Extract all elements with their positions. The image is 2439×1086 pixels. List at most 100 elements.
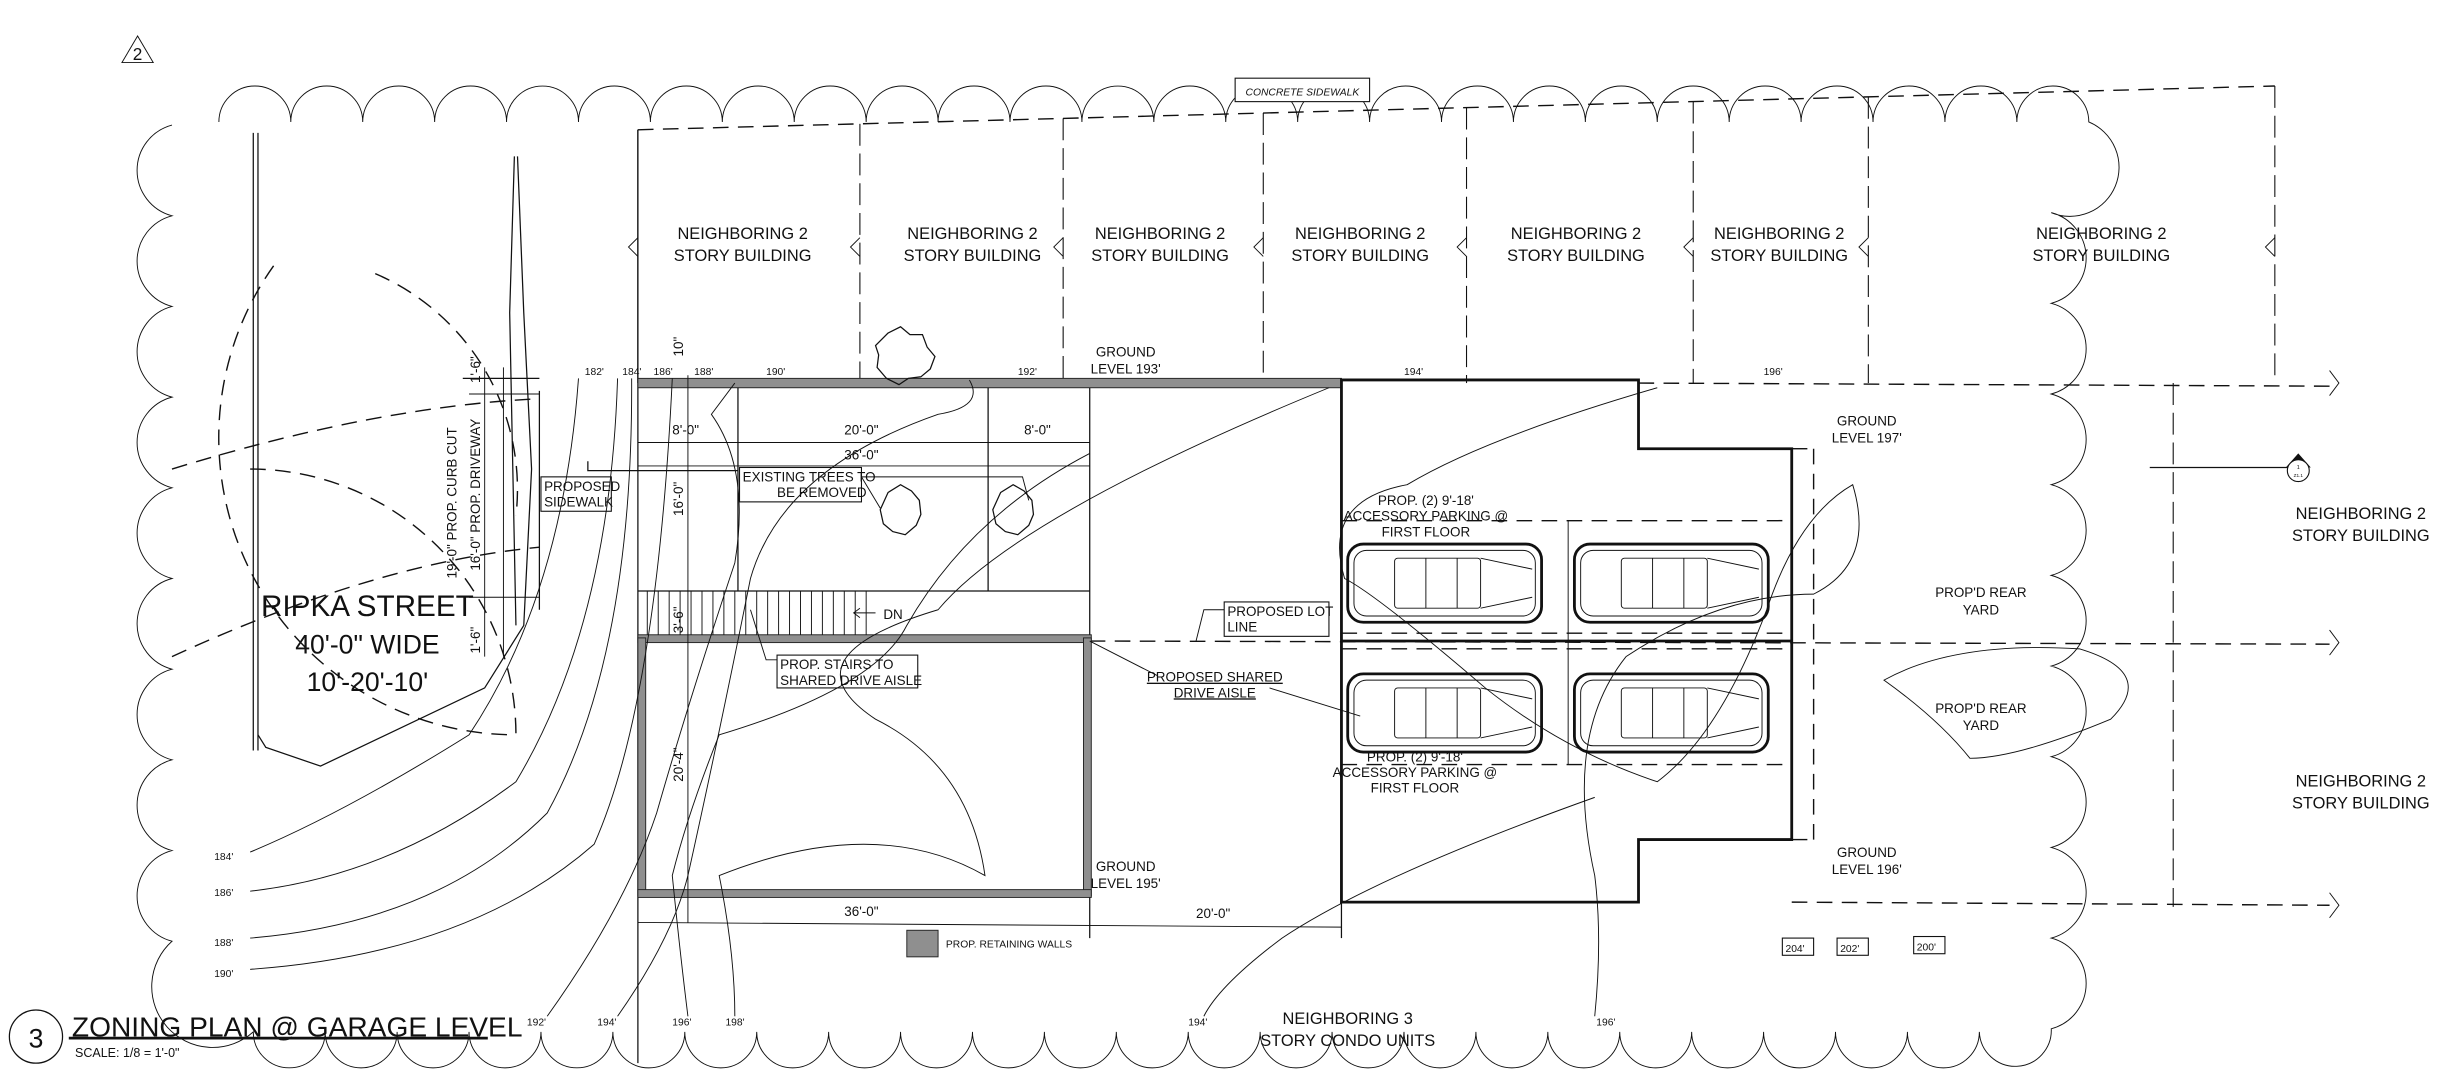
- svg-text:ACCESSORY PARKING @: ACCESSORY PARKING @: [1333, 765, 1498, 780]
- svg-text:NEIGHBORING 2: NEIGHBORING 2: [1511, 225, 1641, 243]
- svg-text:STORY CONDO UNITS: STORY CONDO UNITS: [1260, 1032, 1435, 1050]
- down-label: DN: [883, 607, 902, 622]
- svg-text:186': 186': [654, 367, 673, 378]
- svg-text:16'-0": 16'-0": [671, 481, 686, 515]
- down-arrow-icon: [852, 607, 876, 618]
- break-symbol: [2329, 892, 2340, 919]
- svg-text:PROPOSED: PROPOSED: [544, 479, 620, 494]
- site-dimensions: 8'-0" 20'-0" 8'-0" 36'-0" 16'-0" 3'-6" 2…: [637, 337, 1342, 928]
- svg-text:LEVEL 197': LEVEL 197': [1832, 430, 1902, 445]
- svg-text:STORY BUILDING: STORY BUILDING: [1091, 247, 1229, 265]
- svg-text:LEVEL 195': LEVEL 195': [1091, 876, 1161, 891]
- neighbor-dividers: [627, 86, 2340, 919]
- svg-text:STORY BUILDING: STORY BUILDING: [674, 247, 812, 265]
- svg-text:LEVEL 196': LEVEL 196': [1832, 862, 1902, 877]
- svg-text:GROUND: GROUND: [1096, 859, 1156, 874]
- svg-text:Z1.1: Z1.1: [2294, 473, 2304, 478]
- svg-text:NEIGHBORING 2: NEIGHBORING 2: [1095, 225, 1225, 243]
- callout-trees-removed: EXISTING TREES TO BE REMOVED: [738, 466, 1030, 509]
- car-icon: [1572, 542, 1770, 624]
- detail-number: 3: [29, 1024, 44, 1054]
- parking-structure: PROP. (2) 9'-18' ACCESSORY PARKING @ FIR…: [1333, 378, 1815, 904]
- callout-lot-line: PROPOSED LOT LINE: [1195, 601, 1333, 642]
- break-symbol: [1858, 237, 1869, 257]
- svg-text:184': 184': [622, 367, 641, 378]
- svg-text:184': 184': [214, 852, 233, 863]
- street-width: 40'-0" WIDE: [295, 630, 439, 660]
- svg-text:DRIVE AISLE: DRIVE AISLE: [1174, 685, 1256, 700]
- svg-text:PROP. STAIRS TO: PROP. STAIRS TO: [780, 657, 893, 672]
- svg-text:BE REMOVED: BE REMOVED: [777, 485, 867, 500]
- svg-text:NEIGHBORING 2: NEIGHBORING 2: [2296, 505, 2426, 523]
- svg-text:FIRST FLOOR: FIRST FLOOR: [1371, 781, 1460, 796]
- svg-text:NEIGHBORING 2: NEIGHBORING 2: [2036, 225, 2166, 243]
- tree-icon: [874, 326, 936, 386]
- svg-text:204': 204': [1785, 944, 1804, 955]
- contour-lines: [249, 378, 2129, 1017]
- svg-text:194': 194': [597, 1018, 616, 1029]
- drawing-title: 3 ZONING PLAN @ GARAGE LEVEL SCALE: 1/8 …: [8, 1009, 522, 1064]
- svg-text:192': 192': [1018, 367, 1037, 378]
- tree-icon: [992, 483, 1035, 536]
- svg-text:8'-0": 8'-0": [672, 423, 699, 438]
- tree-icon: [879, 483, 922, 536]
- svg-text:1: 1: [2297, 465, 2300, 471]
- break-symbol: [627, 237, 639, 257]
- break-symbol: [1683, 237, 1694, 257]
- svg-text:ACCESSORY PARKING @: ACCESSORY PARKING @: [1344, 509, 1509, 524]
- svg-text:LEVEL 193': LEVEL 193': [1091, 362, 1161, 377]
- retaining-wall-swatch: [906, 929, 939, 958]
- break-symbol: [1456, 237, 1467, 257]
- neighbor-bottom: NEIGHBORING 3 STORY CONDO UNITS: [1260, 1010, 1435, 1050]
- svg-text:194': 194': [1188, 1018, 1207, 1029]
- dim-curb-cut: 19'-0" PROP. CURB CUT: [445, 427, 460, 578]
- neighbors-right: NEIGHBORING 2 STORY BUILDING NEIGHBORING …: [2292, 505, 2430, 812]
- neighbors-top: NEIGHBORING 2 STORY BUILDING NEIGHBORING …: [674, 225, 2170, 265]
- rear-yard-labels: PROP'D REAR YARD PROP'D REAR YARD: [1935, 585, 2027, 733]
- svg-text:190': 190': [766, 367, 785, 378]
- svg-text:PROP'D REAR: PROP'D REAR: [1935, 585, 2027, 600]
- break-symbol: [1053, 237, 1064, 257]
- car-icon: [1572, 672, 1770, 754]
- svg-text:20'-0": 20'-0": [1196, 906, 1230, 921]
- lot-top-line: [637, 85, 2275, 131]
- svg-text:NEIGHBORING 2: NEIGHBORING 2: [2296, 772, 2426, 790]
- svg-text:SIDEWALK: SIDEWALK: [544, 495, 613, 510]
- svg-text:STORY BUILDING: STORY BUILDING: [2292, 527, 2430, 545]
- svg-text:192': 192': [527, 1018, 546, 1029]
- break-symbol: [849, 237, 861, 257]
- revision-cloud: [136, 85, 2120, 1069]
- svg-text:20'-4": 20'-4": [671, 747, 686, 781]
- neighbor-label: NEIGHBORING 2 STORY BUILDING: [1091, 225, 1229, 265]
- svg-text:182': 182': [585, 367, 604, 378]
- svg-text:3'-6": 3'-6": [671, 606, 686, 633]
- svg-text:196': 196': [1596, 1018, 1615, 1029]
- svg-text:196': 196': [672, 1018, 691, 1029]
- contour-labels: 182' 184' 186' 188' 190' 192' 194' 196' …: [214, 367, 1946, 1029]
- svg-text:36'-0": 36'-0": [844, 904, 878, 919]
- dim-sidewalk-top: 1'-6": [468, 356, 483, 383]
- ground-level-labels: GROUND LEVEL 193' GROUND LEVEL 197' GROU…: [1091, 344, 1902, 891]
- break-symbol: [2329, 629, 2340, 656]
- svg-text:GROUND: GROUND: [1837, 413, 1897, 428]
- svg-text:196': 196': [1764, 367, 1783, 378]
- svg-text:STORY BUILDING: STORY BUILDING: [2292, 794, 2430, 812]
- curb-cut-dimensions: 1'-6" 19'-0" PROP. CURB CUT 16'-0" PROP.…: [445, 356, 540, 657]
- concrete-sidewalk-label: CONCRETE SIDEWALK: [1246, 87, 1361, 98]
- retaining-walls: [637, 377, 1342, 898]
- concrete-sidewalk-tag: [1234, 77, 1371, 103]
- legend-retaining-walls: PROP. RETAINING WALLS: [946, 939, 1072, 950]
- svg-text:STORY BUILDING: STORY BUILDING: [1507, 247, 1645, 265]
- section-marker[interactable]: 1 Z1.1: [2149, 453, 2311, 483]
- svg-text:186': 186': [214, 888, 233, 899]
- street-area: RIPKA STREET 40'-0" WIDE 10'-20'-10': [171, 132, 541, 767]
- svg-text:LINE: LINE: [1227, 620, 1257, 635]
- revision-number: 2: [133, 44, 143, 64]
- svg-text:190': 190': [214, 969, 233, 980]
- car-icon: [1346, 542, 1543, 624]
